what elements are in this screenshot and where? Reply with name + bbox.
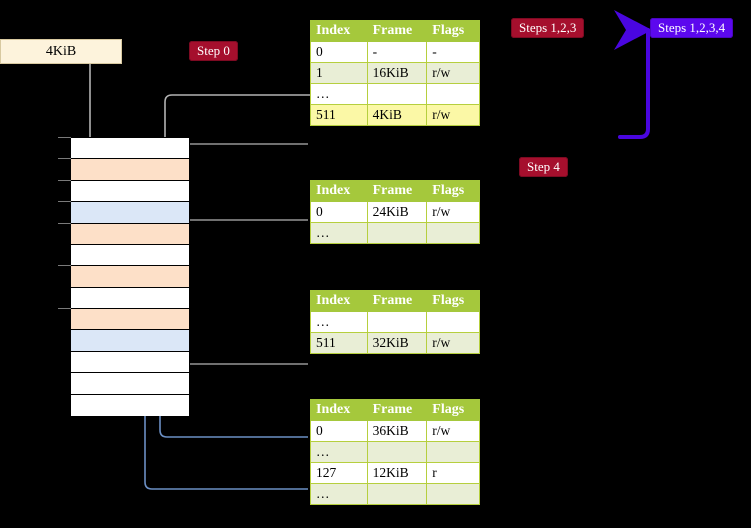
cell-frame (366, 483, 428, 505)
cell-flags (426, 222, 480, 244)
cell-flags: r/w (426, 420, 480, 442)
memory-frame-row (71, 159, 189, 181)
cell-frame: 12KiB (366, 462, 428, 484)
badge-step-4: Step 4 (519, 157, 568, 177)
cell-frame (366, 311, 428, 333)
cell-index: 511 (310, 332, 368, 354)
table-row: … (310, 441, 480, 463)
cell-index: … (310, 222, 368, 244)
column-header-flags: Flags (426, 20, 480, 42)
cell-index: … (310, 483, 368, 505)
memory-tick (58, 137, 71, 138)
cell-index: … (310, 311, 368, 333)
cell-index: 127 (310, 462, 368, 484)
badge-steps-123-label: Steps 1,2,3 (519, 20, 577, 35)
memory-frame-row (71, 202, 189, 224)
column-header-frame: Frame (366, 180, 428, 202)
memory-frame-row (71, 330, 189, 352)
table-row: … (310, 483, 480, 505)
badge-steps-123: Steps 1,2,3 (511, 18, 585, 38)
memory-frame-row (71, 180, 189, 203)
table-row: … (310, 83, 480, 105)
badge-step-0-label: Step 0 (197, 43, 230, 58)
cell-frame: 36KiB (366, 420, 428, 442)
memory-tick (58, 222, 71, 224)
memory-tick (58, 308, 71, 310)
memory-frame-row (71, 351, 189, 374)
cell-flags: r/w (426, 62, 480, 84)
badge-steps-1234-label: Steps 1,2,3,4 (658, 20, 726, 35)
column-header-frame: Frame (366, 290, 428, 312)
cell-flags (426, 441, 480, 463)
cell-frame: 16KiB (366, 62, 428, 84)
column-header-frame: Frame (366, 399, 428, 421)
cell-index: 0 (310, 201, 368, 223)
cell-flags (426, 311, 480, 333)
column-header-flags: Flags (426, 290, 480, 312)
table-row: … (310, 222, 480, 244)
column-header-index: Index (310, 20, 368, 42)
physical-memory-column (70, 137, 190, 416)
badge-step-0: Step 0 (189, 41, 238, 61)
memory-frame-row (71, 223, 189, 245)
memory-tick (58, 179, 71, 181)
memory-tick (58, 265, 71, 267)
cell-index: … (310, 83, 368, 105)
table-row: 0-- (310, 41, 480, 63)
column-header-flags: Flags (426, 180, 480, 202)
column-header-flags: Flags (426, 399, 480, 421)
cell-index: 511 (310, 104, 368, 126)
memory-tick (58, 201, 71, 203)
cell-frame (366, 222, 428, 244)
memory-frame-row (71, 244, 189, 267)
cell-index: 0 (310, 420, 368, 442)
cell-flags: r (426, 462, 480, 484)
kib-box-label: 4KiB (45, 43, 77, 59)
badge-steps-1234: Steps 1,2,3,4 (650, 18, 734, 38)
cell-index: … (310, 441, 368, 463)
cell-frame: - (366, 41, 428, 63)
cell-frame (366, 441, 428, 463)
cell-index: 0 (310, 41, 368, 63)
cell-flags: - (426, 41, 480, 63)
cell-frame (366, 83, 428, 105)
wire-steps-loop (614, 10, 652, 139)
wire-memory-to-table2 (190, 219, 308, 221)
memory-tick (58, 158, 71, 160)
badge-step-4-label: Step 4 (527, 159, 560, 174)
column-header-frame: Frame (366, 20, 428, 42)
memory-frame-row (71, 373, 189, 395)
cell-flags: r/w (426, 332, 480, 354)
column-header-index: Index (310, 399, 368, 421)
cell-flags: r/w (426, 201, 480, 223)
cell-flags (426, 483, 480, 505)
kib-box: 4KiB (0, 39, 122, 64)
column-header-index: Index (310, 180, 368, 202)
cell-frame: 32KiB (366, 332, 428, 354)
cell-index: 1 (310, 62, 368, 84)
cell-flags: r/w (426, 104, 480, 126)
cell-frame: 24KiB (366, 201, 428, 223)
memory-frame-row (71, 266, 189, 288)
memory-frame-row (71, 287, 189, 309)
column-header-index: Index (310, 290, 368, 312)
memory-frame-row (71, 138, 189, 160)
table-row: … (310, 311, 480, 333)
cell-flags (426, 83, 480, 105)
memory-frame-row (71, 394, 189, 416)
cell-frame: 4KiB (366, 104, 428, 126)
memory-frame-row (71, 309, 189, 331)
